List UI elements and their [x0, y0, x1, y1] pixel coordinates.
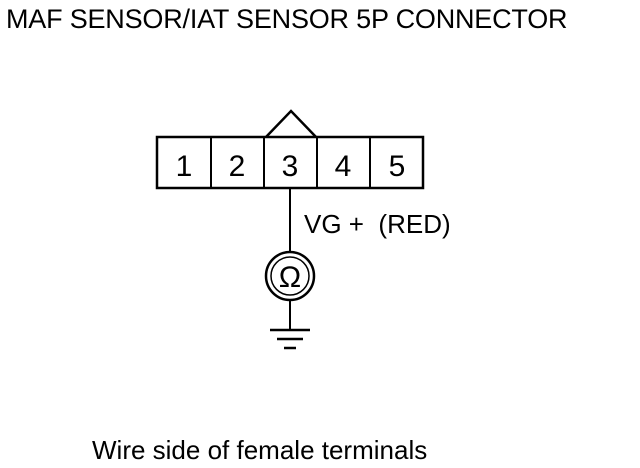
- pin-4-label: 4: [335, 150, 352, 183]
- ohm-symbol: Ω: [279, 261, 301, 294]
- probe-label: VG + (RED): [304, 209, 451, 239]
- ground-icon: [270, 328, 310, 350]
- pin-3-label: 3: [282, 150, 299, 183]
- connector-latch-icon: [265, 109, 317, 138]
- pin-1-label: 1: [176, 150, 193, 183]
- pin-5-label: 5: [389, 150, 406, 183]
- footer-caption: Wire side of female terminals: [92, 435, 428, 465]
- diagram-title: MAF SENSOR/IAT SENSOR 5P CONNECTOR: [6, 4, 568, 34]
- pin-2-label: 2: [229, 150, 246, 183]
- connector-body: [155, 135, 425, 190]
- ohmmeter-icon: Ω: [264, 250, 316, 302]
